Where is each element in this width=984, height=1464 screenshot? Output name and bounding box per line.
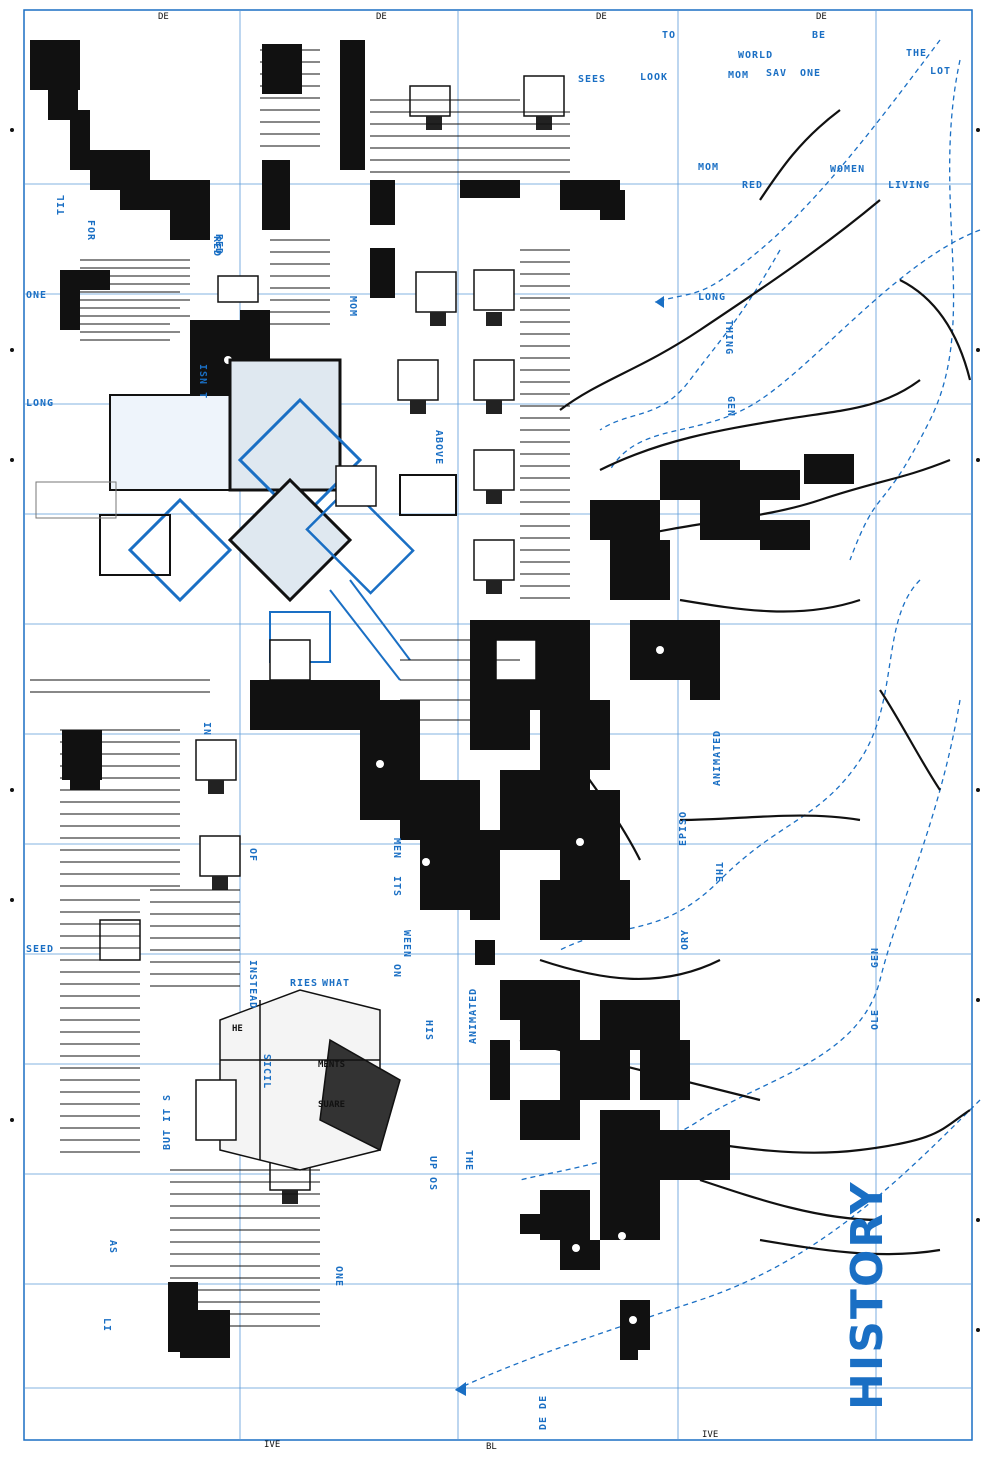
label-sav: SAV xyxy=(766,68,788,79)
label-but-its: BUT IT S xyxy=(162,1093,173,1150)
frame-dots xyxy=(10,128,980,1332)
label-animated: ANIMATED xyxy=(712,729,723,786)
label-ory: ORY xyxy=(680,928,691,950)
label-one-left: ONE xyxy=(26,290,48,301)
bottom-center-mark: BL xyxy=(486,1442,497,1452)
label-the-3: THE xyxy=(463,1150,474,1172)
label-mom-3: MOM xyxy=(347,296,358,318)
label-sicil: SICIL xyxy=(261,1054,272,1090)
axon-houses xyxy=(99,75,565,1191)
label-til: TIL xyxy=(56,193,67,215)
label-ween: WEEN xyxy=(401,930,412,959)
axon-building xyxy=(195,989,401,1171)
label-living: LIVING xyxy=(888,180,931,191)
label-its: ITS xyxy=(391,876,402,898)
black-massing xyxy=(30,40,854,1360)
label-de-de: DE DE xyxy=(538,1394,549,1430)
label-as: AS xyxy=(107,1240,118,1255)
label-one-3: ONE xyxy=(333,1266,344,1288)
top-mark-1: DE xyxy=(158,12,169,22)
axon-house-shadows xyxy=(208,116,552,1204)
label-the-2: THE xyxy=(713,862,724,884)
label-sees: SEES xyxy=(578,74,607,85)
label-on: ON xyxy=(391,964,402,979)
label-seed: SEED xyxy=(26,944,55,955)
label-for: FOR xyxy=(85,220,96,242)
label-ries: RIES xyxy=(290,978,319,989)
top-mark-3: DE xyxy=(596,12,607,22)
label-thing: THING xyxy=(723,320,734,356)
label-suare: SUARE xyxy=(318,1100,346,1110)
label-gen: GEN xyxy=(725,396,736,418)
label-ments: MENTS xyxy=(318,1060,346,1070)
history-title: HISTORY xyxy=(842,1180,893,1410)
label-isnt: ISN T xyxy=(197,364,208,400)
label-in: IN xyxy=(201,722,212,737)
label-long-left: LONG xyxy=(26,398,55,409)
label-men: MEN xyxy=(391,838,402,860)
label-mom-2: MOM xyxy=(698,162,720,173)
text-hatching xyxy=(30,49,570,1327)
bottom-mark-1: IVE xyxy=(264,1440,281,1450)
label-li: LI xyxy=(101,1318,112,1333)
label-of: OF xyxy=(247,848,258,863)
label-ole: OLE xyxy=(870,1008,881,1030)
label-episo: EPISO xyxy=(678,810,689,846)
top-mark-2: DE xyxy=(376,12,387,22)
label-one: ONE xyxy=(800,68,822,79)
label-what: WHAT xyxy=(322,978,351,989)
label-gen-2: GEN xyxy=(870,946,881,968)
label-red-3: RED xyxy=(211,236,222,258)
label-instead: INSTEAD xyxy=(247,960,258,1010)
label-above: ABOVE xyxy=(433,430,444,466)
label-long: LONG xyxy=(698,292,727,303)
label-look: LOOK xyxy=(640,72,669,83)
dashed-paths xyxy=(454,39,981,1391)
bottom-mark-2: IVE xyxy=(702,1430,719,1440)
label-his: HIS xyxy=(423,1020,434,1042)
label-red-2: RED xyxy=(742,180,764,191)
label-he: HE xyxy=(232,1024,243,1034)
label-animated-2: ANIMATED xyxy=(468,987,479,1044)
top-mark-4: DE xyxy=(816,12,827,22)
white-dots xyxy=(224,356,664,1324)
label-be: BE xyxy=(812,30,827,41)
label-the: THE xyxy=(906,48,928,59)
label-world: WORLD xyxy=(738,50,774,61)
arrow-heads xyxy=(455,296,664,1396)
label-up-os: UP OS xyxy=(427,1156,438,1192)
label-lot: LOT xyxy=(930,66,952,77)
label-to: TO xyxy=(662,30,677,41)
label-women: WOMEN xyxy=(830,164,866,175)
sheet-frame xyxy=(23,9,973,1441)
floor-plan xyxy=(35,358,457,681)
label-mom: MOM xyxy=(728,70,750,81)
